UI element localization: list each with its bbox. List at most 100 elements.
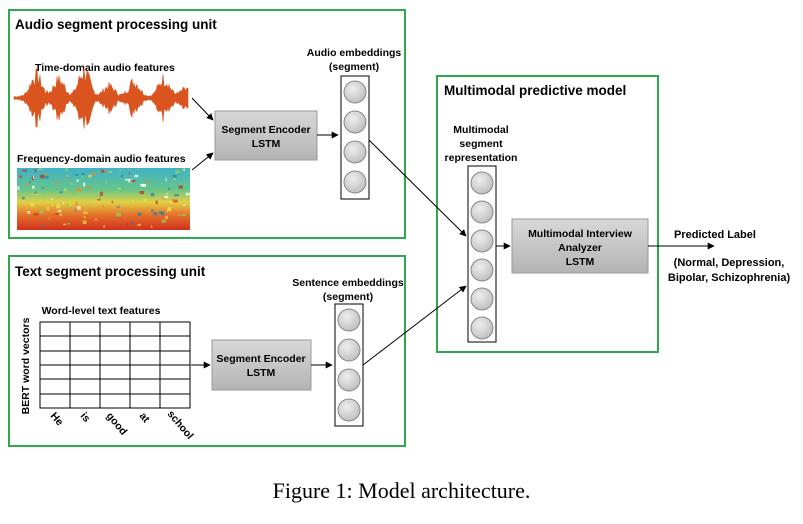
spectrogram-streak (34, 191, 37, 194)
spectrogram-streak (76, 188, 82, 192)
spectrogram (17, 168, 191, 230)
spectrogram-streak (34, 168, 37, 173)
multimodal-rep-label: segment (459, 138, 503, 150)
word-vector-grid (39, 321, 191, 409)
spectrogram-streak (97, 199, 101, 201)
spectrogram-streak (161, 211, 165, 216)
spectrogram-streak (104, 170, 108, 172)
spectrogram-streak (137, 223, 141, 226)
spectrogram-streak (143, 198, 147, 202)
spectrogram-streak (21, 196, 25, 200)
spectrogram-streak (137, 212, 142, 216)
spectrogram-streak (82, 213, 84, 218)
arrow-audio-embeddings-to-multimodal (368, 139, 467, 237)
text-panel-title: Text segment processing unit (15, 264, 206, 279)
spectrogram-streak (137, 168, 140, 171)
spectrogram-streak (172, 174, 177, 178)
spectrogram-streak (163, 195, 169, 199)
spectrogram-streak (132, 221, 134, 226)
spectrogram-streak (87, 186, 92, 189)
embedding-node (470, 287, 494, 311)
figure-caption: Figure 1: Model architecture. (272, 478, 531, 503)
spectrogram-streak (128, 179, 133, 183)
spectrogram-streak (134, 174, 139, 178)
spectrogram-streak (81, 176, 84, 179)
spectrogram-streak (75, 201, 78, 206)
spectrogram-streak (155, 200, 158, 204)
embedding-node (343, 80, 367, 104)
spectrogram-streak (33, 175, 35, 179)
spectrogram-streak (17, 186, 20, 190)
embedding-node (337, 308, 361, 332)
spectrogram-streak (59, 191, 63, 194)
spectrogram-streak (63, 202, 64, 204)
spectrogram-streak (55, 213, 59, 215)
embedding-node (337, 398, 361, 422)
spectrogram-streak (48, 216, 51, 220)
word-label: good (104, 410, 130, 437)
text-segment-encoder (211, 339, 312, 391)
spectrogram-streak (51, 204, 54, 206)
multimodal-panel (436, 75, 659, 353)
spectrogram-streak (42, 187, 44, 190)
spectrogram-streak (82, 220, 87, 225)
arrow-time-to-encoder (191, 97, 214, 121)
spectrogram-streak (38, 168, 43, 170)
spectrogram-streak (146, 180, 149, 184)
spectrogram-streak (34, 194, 39, 196)
spectrogram-streak (168, 188, 170, 190)
spectrogram-streak (91, 172, 97, 176)
spectrogram-streak (166, 192, 168, 195)
sentence-embeddings-label: Sentence embeddings (292, 277, 404, 289)
spectrogram-streak (46, 207, 49, 211)
spectrogram-streak (74, 174, 79, 176)
spectrogram-streak (63, 223, 66, 226)
spectrogram-streak (26, 182, 30, 186)
spectrogram-streak (65, 168, 68, 172)
audio-embedding-nodes (343, 80, 367, 194)
spectrogram-streak (77, 191, 82, 195)
audio-panel (8, 9, 406, 239)
embedding-node (470, 171, 494, 195)
text-encoder-label: Segment Encoder (216, 353, 305, 365)
spectrogram-streak (51, 198, 54, 200)
spectrogram-streak (19, 175, 22, 178)
spectrogram-streak (59, 213, 62, 217)
spectrogram-streak (42, 195, 46, 199)
spectrogram-streak (119, 169, 123, 171)
frequency-domain-label: Frequency-domain audio features (17, 153, 186, 165)
spectrogram-streak (139, 191, 145, 195)
spectrogram-streak (174, 194, 179, 197)
sentence-embeddings-sublabel: (segment) (323, 291, 373, 303)
spectrogram-streak (56, 181, 59, 185)
spectrogram-streak (88, 204, 91, 207)
spectrogram-streak (88, 174, 92, 178)
text-encoder-lstm: LSTM (247, 367, 276, 379)
predicted-label-classes: Bipolar, Schizophrenia) (668, 272, 791, 284)
time-domain-waveform (13, 67, 189, 129)
word-label: is (78, 410, 93, 425)
spectrogram-streak (99, 194, 101, 198)
spectrogram-streak (128, 168, 130, 170)
arrow-frequency-to-encoder (191, 152, 214, 171)
spectrogram-streak (83, 182, 86, 187)
spectrogram-streak (111, 200, 114, 204)
spectrogram-streak (126, 222, 128, 226)
sentence-embedding-nodes (337, 308, 361, 422)
spectrogram-streak (172, 199, 178, 203)
spectrogram-streak (103, 225, 105, 228)
analyzer-lstm: LSTM (566, 256, 595, 268)
spectrogram-streak (165, 215, 168, 220)
spectrogram-streak (130, 180, 136, 183)
predicted-label-title: Predicted Label (674, 229, 756, 241)
multimodal-representation-column (467, 165, 497, 343)
embedding-node (470, 200, 494, 224)
spectrogram-streak (56, 204, 61, 209)
embedding-node (470, 258, 494, 282)
spectrogram-streak (66, 177, 69, 179)
audio-encoder-lstm: LSTM (252, 138, 281, 150)
spectrogram-streak (30, 203, 35, 207)
spectrogram-streak (150, 225, 153, 228)
predicted-label-classes: (Normal, Depression, (674, 257, 785, 269)
spectrogram-streak (153, 212, 158, 216)
